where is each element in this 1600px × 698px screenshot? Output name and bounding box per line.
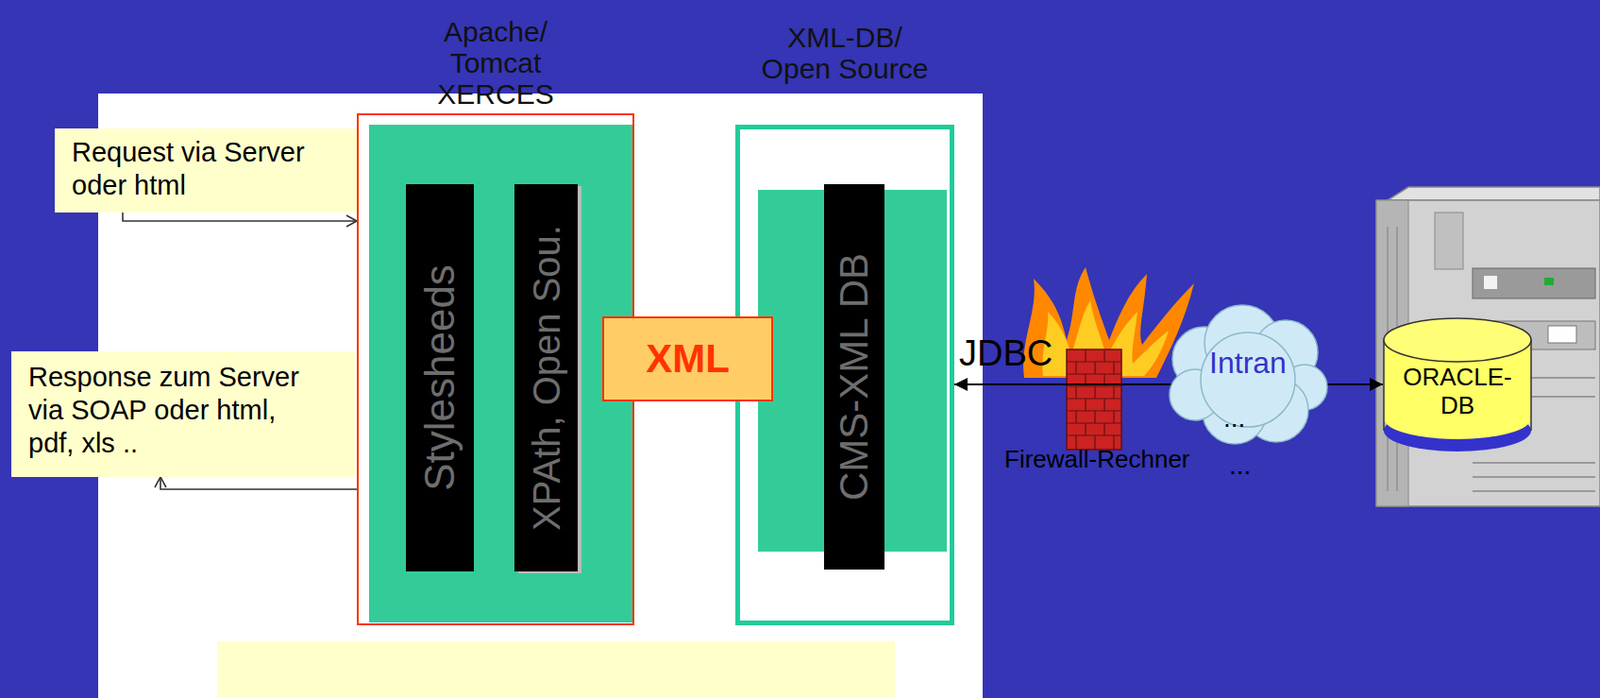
node-text: Stylesheeds [417, 264, 463, 491]
connector [154, 476, 357, 489]
arrow-head [954, 377, 968, 391]
server-group: Apache/ Tomcat XERCESStylesheedsXPAth, O… [356, 113, 635, 625]
connector-line [160, 476, 357, 489]
node-text: XML [645, 336, 730, 382]
cms-bar: CMS-XML DB [824, 184, 885, 570]
protocol-label: JDBC [959, 334, 1053, 374]
node-text: Response zum Server via SOAP oder html, … [28, 360, 312, 459]
database-cylinder: ORACLE-DB [1382, 316, 1533, 455]
node-text: ORACLE-DB [1391, 363, 1524, 421]
group-heading: Apache/ Tomcat XERCES [420, 16, 572, 110]
arrow-head [154, 476, 167, 488]
connector [122, 212, 357, 227]
xml-box: XML [602, 316, 774, 402]
connector-line [122, 212, 357, 221]
empty-note [217, 640, 895, 698]
ellipsis-label: ... [1229, 451, 1251, 481]
arrow-head [1369, 377, 1383, 391]
ellipsis-label: ... [1223, 404, 1246, 434]
group-heading: XML-DB/ Open Source [755, 21, 935, 85]
firewall-label: Firewall-Rechner [1004, 445, 1191, 473]
xpath-bar: XPAth, Open Sou. [514, 184, 578, 572]
node-text: CMS-XML DB [832, 252, 876, 501]
intranet-cloud: Intran [1166, 300, 1330, 448]
node-text: XPAth, Open Sou. [525, 224, 568, 531]
node-text: Intran [1166, 345, 1330, 381]
server-tower [1376, 186, 1600, 506]
response-note: Response zum Server via SOAP oder html, … [11, 351, 355, 477]
arrow-head [346, 215, 357, 227]
node-text: Request via Server oder html [71, 135, 331, 203]
request-note: Request via Server oder html [54, 128, 359, 213]
stylesheet-bar: Stylesheeds [405, 184, 474, 572]
